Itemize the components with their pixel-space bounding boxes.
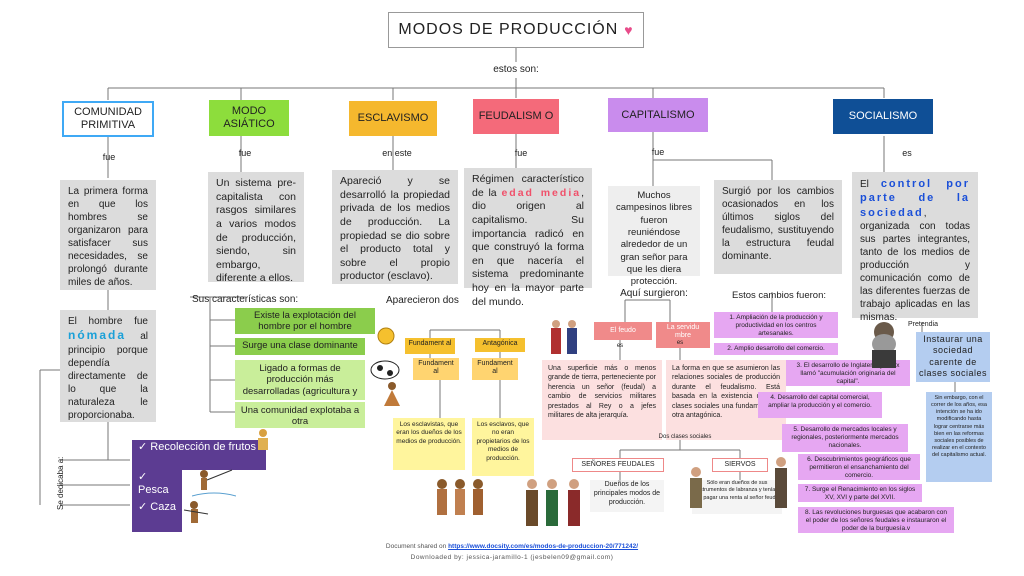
mode-comunidad-primitiva: COMUNIDAD PRIMITIVA xyxy=(62,101,154,137)
farmer-icon xyxy=(384,382,400,406)
coin-icon xyxy=(377,327,395,345)
senores-detail: Dueños de los principales modos de produ… xyxy=(590,480,664,512)
caracteristica-formas-produccion: Ligado a formas de producción más desarr… xyxy=(235,360,365,400)
mode-esclavismo: ESCLAVISMO xyxy=(349,101,437,136)
connector-fue-1: fue xyxy=(102,152,116,162)
esclavistas-detail: Los esclavistas, que eran los dueños de … xyxy=(393,418,465,470)
marx-portrait-icon xyxy=(872,322,896,368)
esclavismo-description: Apareció y se desarrolló la propiedad pr… xyxy=(332,170,458,284)
clase-antagonica: Antagónica xyxy=(475,338,525,352)
fishing-figure-icon xyxy=(192,469,236,497)
subtitle: estos son: xyxy=(493,64,539,75)
socialismo-desc-pre: El xyxy=(860,179,869,190)
capitalismo-campesinos: Muchos campesinos libres fueron reuniénd… xyxy=(608,186,700,287)
socialismo-desc-post: , organizada con todas sus partes integr… xyxy=(860,207,970,323)
cow-icon xyxy=(370,360,400,380)
connector-fue-2: fue xyxy=(238,148,252,158)
serf-icon xyxy=(690,467,702,508)
page-title-text: MODOS DE PRODUCCIÓN xyxy=(398,21,619,38)
connector-en-este: en este xyxy=(382,148,412,158)
footer-shared: Document shared on https://www.docsity.c… xyxy=(300,543,724,550)
cambio-1: 1. Ampliación de la producción y product… xyxy=(714,312,838,338)
footer-shared-prefix: Document shared on xyxy=(385,543,447,550)
nomada-word: nómada xyxy=(68,328,127,342)
asiatico-description: Un sistema pre-capitalista con rasgos si… xyxy=(208,172,304,284)
nomada-pre: El hombre fue xyxy=(68,316,148,327)
cambio-6: 6. Descubrimientos geográficos que permi… xyxy=(798,454,920,480)
medieval-couple-icon xyxy=(551,320,577,354)
estos-cambios-label: Estos cambios fueron: xyxy=(732,290,826,301)
cambio-7: 7. Surge el Renacimiento en los siglos X… xyxy=(798,484,922,502)
footer-downloaded: Downloaded by: jessica-jaramillo-1 (jesb… xyxy=(410,554,614,561)
cambio-8: 8. Las revoluciones burguesas que acabar… xyxy=(798,507,954,533)
hunting-figure-icon xyxy=(183,501,209,523)
aqui-surgieron-label: Aquí surgieron: xyxy=(620,288,688,299)
socialismo-note: Sin embargo, con el correr de los años, … xyxy=(926,392,992,482)
activity-recoleccion: ✓ Recolección de frutos xyxy=(132,440,266,470)
mode-socialismo: SOCIALISMO xyxy=(833,99,933,134)
socialismo-goal: Instaurar una sociedad carente de clases… xyxy=(916,332,990,382)
edad-media-highlight: edad media xyxy=(501,186,582,199)
caracteristica-explotacion: Existe la explotación del hombre por el … xyxy=(235,308,375,334)
connector-es-servidumbre: es xyxy=(676,340,684,346)
connector-fue-3: fue xyxy=(514,148,528,158)
siervos-box: SIERVOS xyxy=(712,458,768,472)
activity-pesca: ✓ Pesca xyxy=(132,470,182,500)
caracteristica-comunidad: Una comunidad explotaba a otra xyxy=(235,402,365,428)
servidumbre-detail: La forma en que se asumieron las relacio… xyxy=(666,360,786,440)
cambio-4: 4. Desarrollo del capital comercial, amp… xyxy=(758,392,882,418)
medieval-nobles-icon xyxy=(526,479,580,526)
peasant-icon xyxy=(775,457,787,508)
sub-fundamental-2: Fundament al xyxy=(472,358,518,380)
feudo-detail: Una superficie más o menos grande de tie… xyxy=(542,360,662,440)
siervos-detail: Sólo eran dueños de sus instrumentos de … xyxy=(692,480,782,514)
mode-feudalismo: FEUDALISM O xyxy=(473,99,559,134)
cambio-2: 2. Amplio desarrollo del comercio. xyxy=(714,343,838,355)
page-title: MODOS DE PRODUCCIÓN ♥ xyxy=(388,12,644,48)
heart-icon: ♥ xyxy=(624,22,634,38)
connector-es: es xyxy=(902,148,912,158)
mode-modo-asiatico: MODO ASIÁTICO xyxy=(209,100,289,136)
pretendia-label: Pretendia xyxy=(908,321,938,328)
se-dedicaba-label: Se dedicaba a: xyxy=(56,456,65,510)
gathering-figure-icon xyxy=(258,429,268,450)
caracteristicas-label: Sus características son: xyxy=(192,294,299,305)
feudalismo-desc-post: , dio origen al capitalismo. Su importan… xyxy=(472,186,584,308)
senores-feudales-box: SEÑORES FEUDALES xyxy=(572,458,664,472)
connector-fue-4: fue xyxy=(651,147,665,157)
capitalismo-description: Surgió por los cambios ocasionados en lo… xyxy=(714,180,842,274)
esclavos-detail: Los esclavos, que no eran propietarios d… xyxy=(472,418,534,476)
dos-clases-label: Dos clases sociales xyxy=(658,434,712,440)
servidumbre-box: La servidu mbre xyxy=(656,322,710,348)
primitiva-nomada: El hombre fue nómada al principio porque… xyxy=(60,310,156,422)
feudo-box: El feudo xyxy=(594,322,652,340)
clase-fundamental: Fundament al xyxy=(405,338,455,354)
nomada-post: al principio porque dependía directament… xyxy=(68,331,148,421)
mode-capitalismo: CAPITALISMO xyxy=(608,98,708,132)
feudalismo-description: Régimen característico de la edad media,… xyxy=(464,168,592,308)
socialismo-description: El control por parte de la sociedad, org… xyxy=(852,172,978,323)
footer-url-link[interactable]: https://www.docsity.com/es/modos-de-prod… xyxy=(448,543,639,550)
sub-fundamental-1: Fundament al xyxy=(413,358,459,380)
primitiva-description: La primera forma en que los hombres se o… xyxy=(60,180,156,290)
caracteristica-clase-dominante: Surge una clase dominante xyxy=(235,338,365,355)
feudalismo-desc-pre: Régimen característico de la xyxy=(472,173,584,199)
control-highlight: control por parte de la sociedad xyxy=(860,178,970,219)
activity-caza: ✓ Caza xyxy=(132,500,182,532)
aparecieron-label: Aparecieron dos xyxy=(386,295,459,306)
slaves-group-icon xyxy=(437,479,483,515)
connector-es-feudo: es xyxy=(616,343,624,349)
cambio-5: 5. Desarrollo de mercados locales y regi… xyxy=(782,424,908,452)
